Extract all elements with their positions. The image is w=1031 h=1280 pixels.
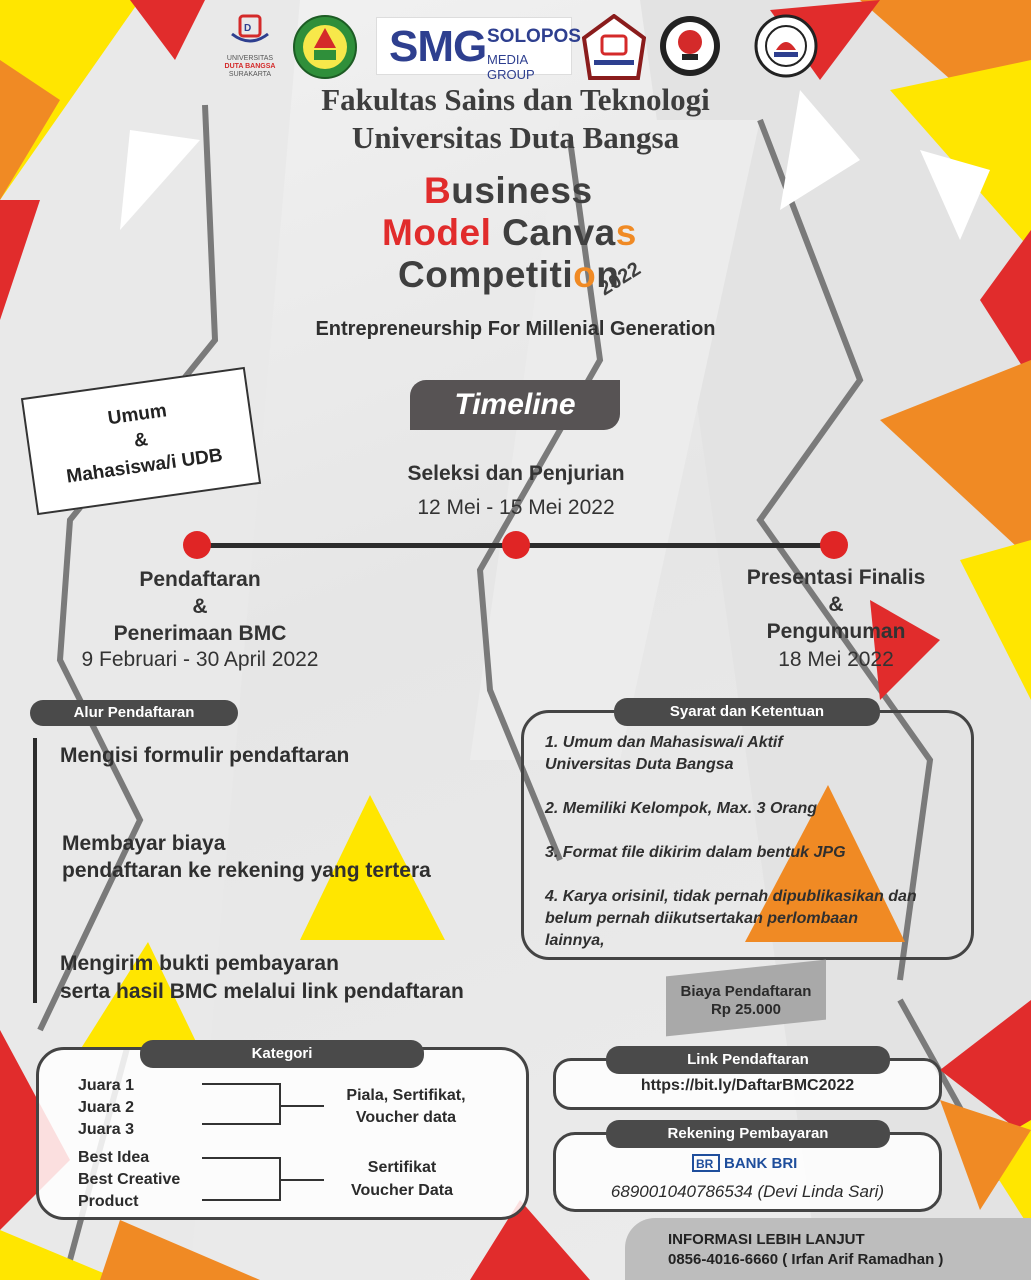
timeline-dot-mid: [502, 531, 530, 559]
kategori-juara-3: Juara 3: [78, 1121, 135, 1138]
info-label: INFORMASI LEBIH LANJUT: [668, 1231, 865, 1248]
alur-step-2b: pendaftaran ke rekening yang tertera: [62, 859, 431, 882]
round-seal-logo: [754, 14, 818, 78]
kategori-bracket-lines: [202, 1083, 324, 1201]
udb-text-1: UNIVERSITAS: [226, 55, 274, 62]
timeline-left-line-3: Penerimaan BMC: [113, 622, 287, 645]
account-number: 689001040786534 (Devi Linda Sari): [610, 1182, 885, 1201]
syarat-item-4c: lainnya,: [545, 932, 605, 949]
biaya-amount: Rp 25.000: [710, 1001, 782, 1018]
syarat-item-2: 2. Memiliki Kelompok, Max. 3 Orang: [545, 800, 818, 817]
alur-step-3b: serta hasil BMC melalui link pendaftaran: [60, 980, 464, 1003]
kategori-juara-1: Juara 1: [78, 1077, 135, 1094]
title-line-2: Model Canvas: [382, 212, 637, 254]
alur-step-1: Mengisi formulir pendaftaran: [60, 744, 350, 767]
solopos-media-group-logo: SMG SOLOPOS MEDIA GROUP: [376, 17, 581, 82]
kategori-best-1: Best Idea: [78, 1149, 150, 1166]
faculty-line-1: Fakultas Sains dan Teknologi: [321, 82, 710, 117]
udb-logo: D UNIVERSITAS DUTA BANGSA SURAKARTA: [216, 14, 284, 79]
tagline: Entrepreneurship For Millenial Generatio…: [315, 318, 716, 340]
syarat-item-1b: Universitas Duta Bangsa: [545, 756, 734, 773]
title-o: o: [573, 254, 597, 295]
title-competiti: Competiti: [398, 254, 574, 295]
timeline-dot-end: [820, 531, 848, 559]
kategori-box: [36, 1047, 529, 1220]
smg-subname: MEDIA GROUP: [487, 52, 535, 82]
kategori-juara-2: Juara 2: [78, 1099, 135, 1116]
kategori-best-3: Product: [78, 1193, 139, 1210]
bank-bri-icon: BR: [692, 1154, 720, 1172]
syarat-label: Syarat dan Ketentuan: [614, 698, 880, 726]
timeline-right-date: 18 Mei 2022: [778, 648, 894, 671]
svg-text:D: D: [244, 23, 251, 34]
association-logo: [582, 14, 646, 80]
link-label: Link Pendaftaran: [606, 1046, 890, 1074]
title-canva: Canva: [491, 212, 616, 253]
rekening-label: Rekening Pembayaran: [606, 1120, 890, 1148]
registration-link[interactable]: https://bit.ly/DaftarBMC2022: [640, 1077, 855, 1094]
udb-text-2: DUTA BANGSA: [224, 63, 276, 70]
kategori-prize-1b: Voucher data: [355, 1109, 457, 1126]
bank-bri-text: BANK BRI: [724, 1154, 798, 1172]
timeline-mid-date: 12 Mei - 15 Mei 2022: [417, 496, 615, 519]
info-text: INFORMASI LEBIH LANJUT 0856-4016-6660 ( …: [668, 1230, 943, 1270]
timeline-dot-start: [183, 531, 211, 559]
alur-step-3a: Mengirim bukti pembayaran: [60, 952, 339, 975]
alur-step-2a: Membayar biaya: [62, 832, 226, 855]
timeline-mid-title: Seleksi dan Penjurian: [407, 462, 625, 485]
kategori-label: Kategori: [140, 1040, 424, 1068]
gear-logo: [660, 16, 720, 76]
timeline-right-line-3: Pengumuman: [766, 620, 906, 643]
title-line-3: Competition: [398, 254, 619, 296]
title-b: B: [424, 170, 452, 211]
smg-mark: SMG: [389, 22, 487, 71]
title-n: n: [596, 254, 620, 295]
syarat-item-4b: belum pernah diikutsertakan perlombaan: [545, 910, 858, 927]
syarat-item-4a: 4. Karya orisinil, tidak pernah dipublik…: [545, 888, 917, 905]
title-line-1: Business: [424, 170, 593, 212]
alur-label: Alur Pendaftaran: [30, 700, 238, 726]
smg-name: SOLOPOS: [487, 26, 581, 47]
kategori-prize-2a: Sertifikat: [367, 1159, 437, 1176]
info-contact: 0856-4016-6660 ( Irfan Arif Ramadhan ): [668, 1251, 944, 1268]
timeline-right-line-2: &: [828, 593, 844, 616]
timeline-left-date: 9 Februari - 30 April 2022: [81, 648, 319, 671]
title-model: Model: [382, 212, 492, 253]
timeline-left-line-1: Pendaftaran: [139, 568, 261, 591]
kategori-best-2: Best Creative: [78, 1171, 181, 1188]
udb-book-icon: D: [231, 14, 269, 43]
timeline-right-line-1: Presentasi Finalis: [746, 566, 926, 589]
green-seal-logo: [293, 15, 357, 79]
udb-text-3: SURAKARTA: [228, 71, 272, 78]
kategori-prize-2b: Voucher Data: [351, 1182, 453, 1199]
info-banner: [625, 1218, 1031, 1280]
biaya-label: Biaya Pendaftaran: [680, 983, 812, 1000]
syarat-item-1a: 1. Umum dan Mahasiswa/i Aktif: [545, 734, 783, 751]
svg-text:BR: BR: [696, 1157, 714, 1171]
kategori-prize-1a: Piala, Sertifikat,: [346, 1087, 466, 1104]
alur-bar: [33, 738, 37, 1003]
syarat-item-3: 3. Format file dikirim dalam bentuk JPG: [545, 844, 846, 861]
bank-bri-logo: BR BANK BRI: [692, 1154, 797, 1172]
title-usiness: usiness: [451, 170, 593, 211]
timeline-left-line-2: &: [192, 595, 208, 618]
title-s: s: [615, 212, 637, 253]
faculty-line-2: Universitas Duta Bangsa: [351, 120, 680, 155]
biaya-text: Biaya Pendaftaran Rp 25.000: [666, 983, 826, 1019]
timeline-label: Timeline: [410, 380, 620, 430]
